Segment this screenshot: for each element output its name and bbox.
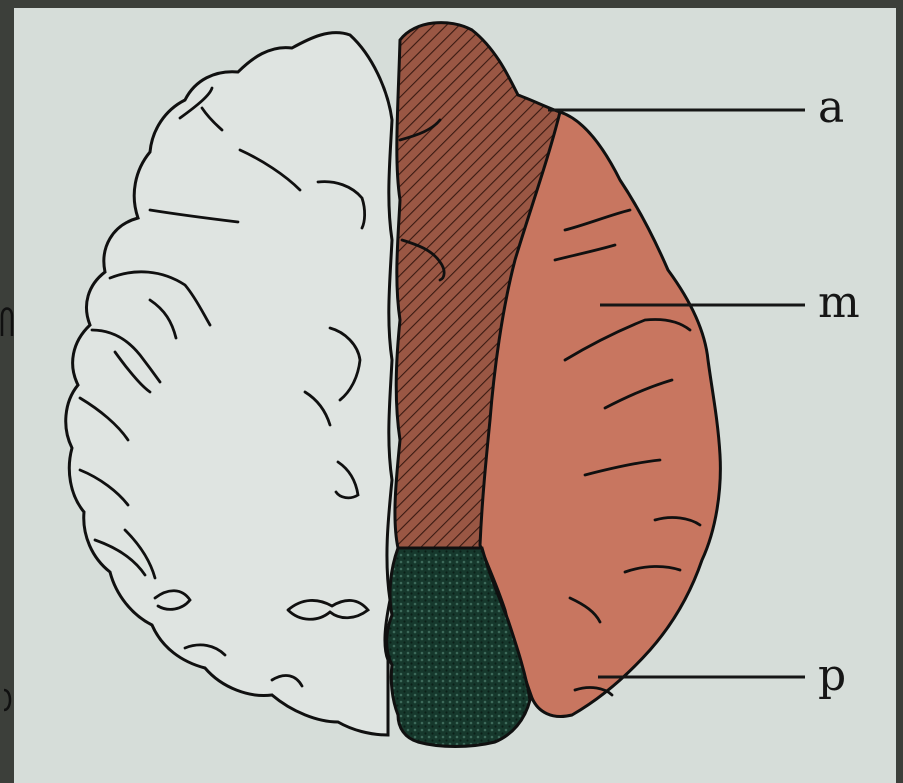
label-a: a <box>818 82 844 133</box>
label-p: p <box>818 650 846 701</box>
label-m: m <box>818 277 860 328</box>
